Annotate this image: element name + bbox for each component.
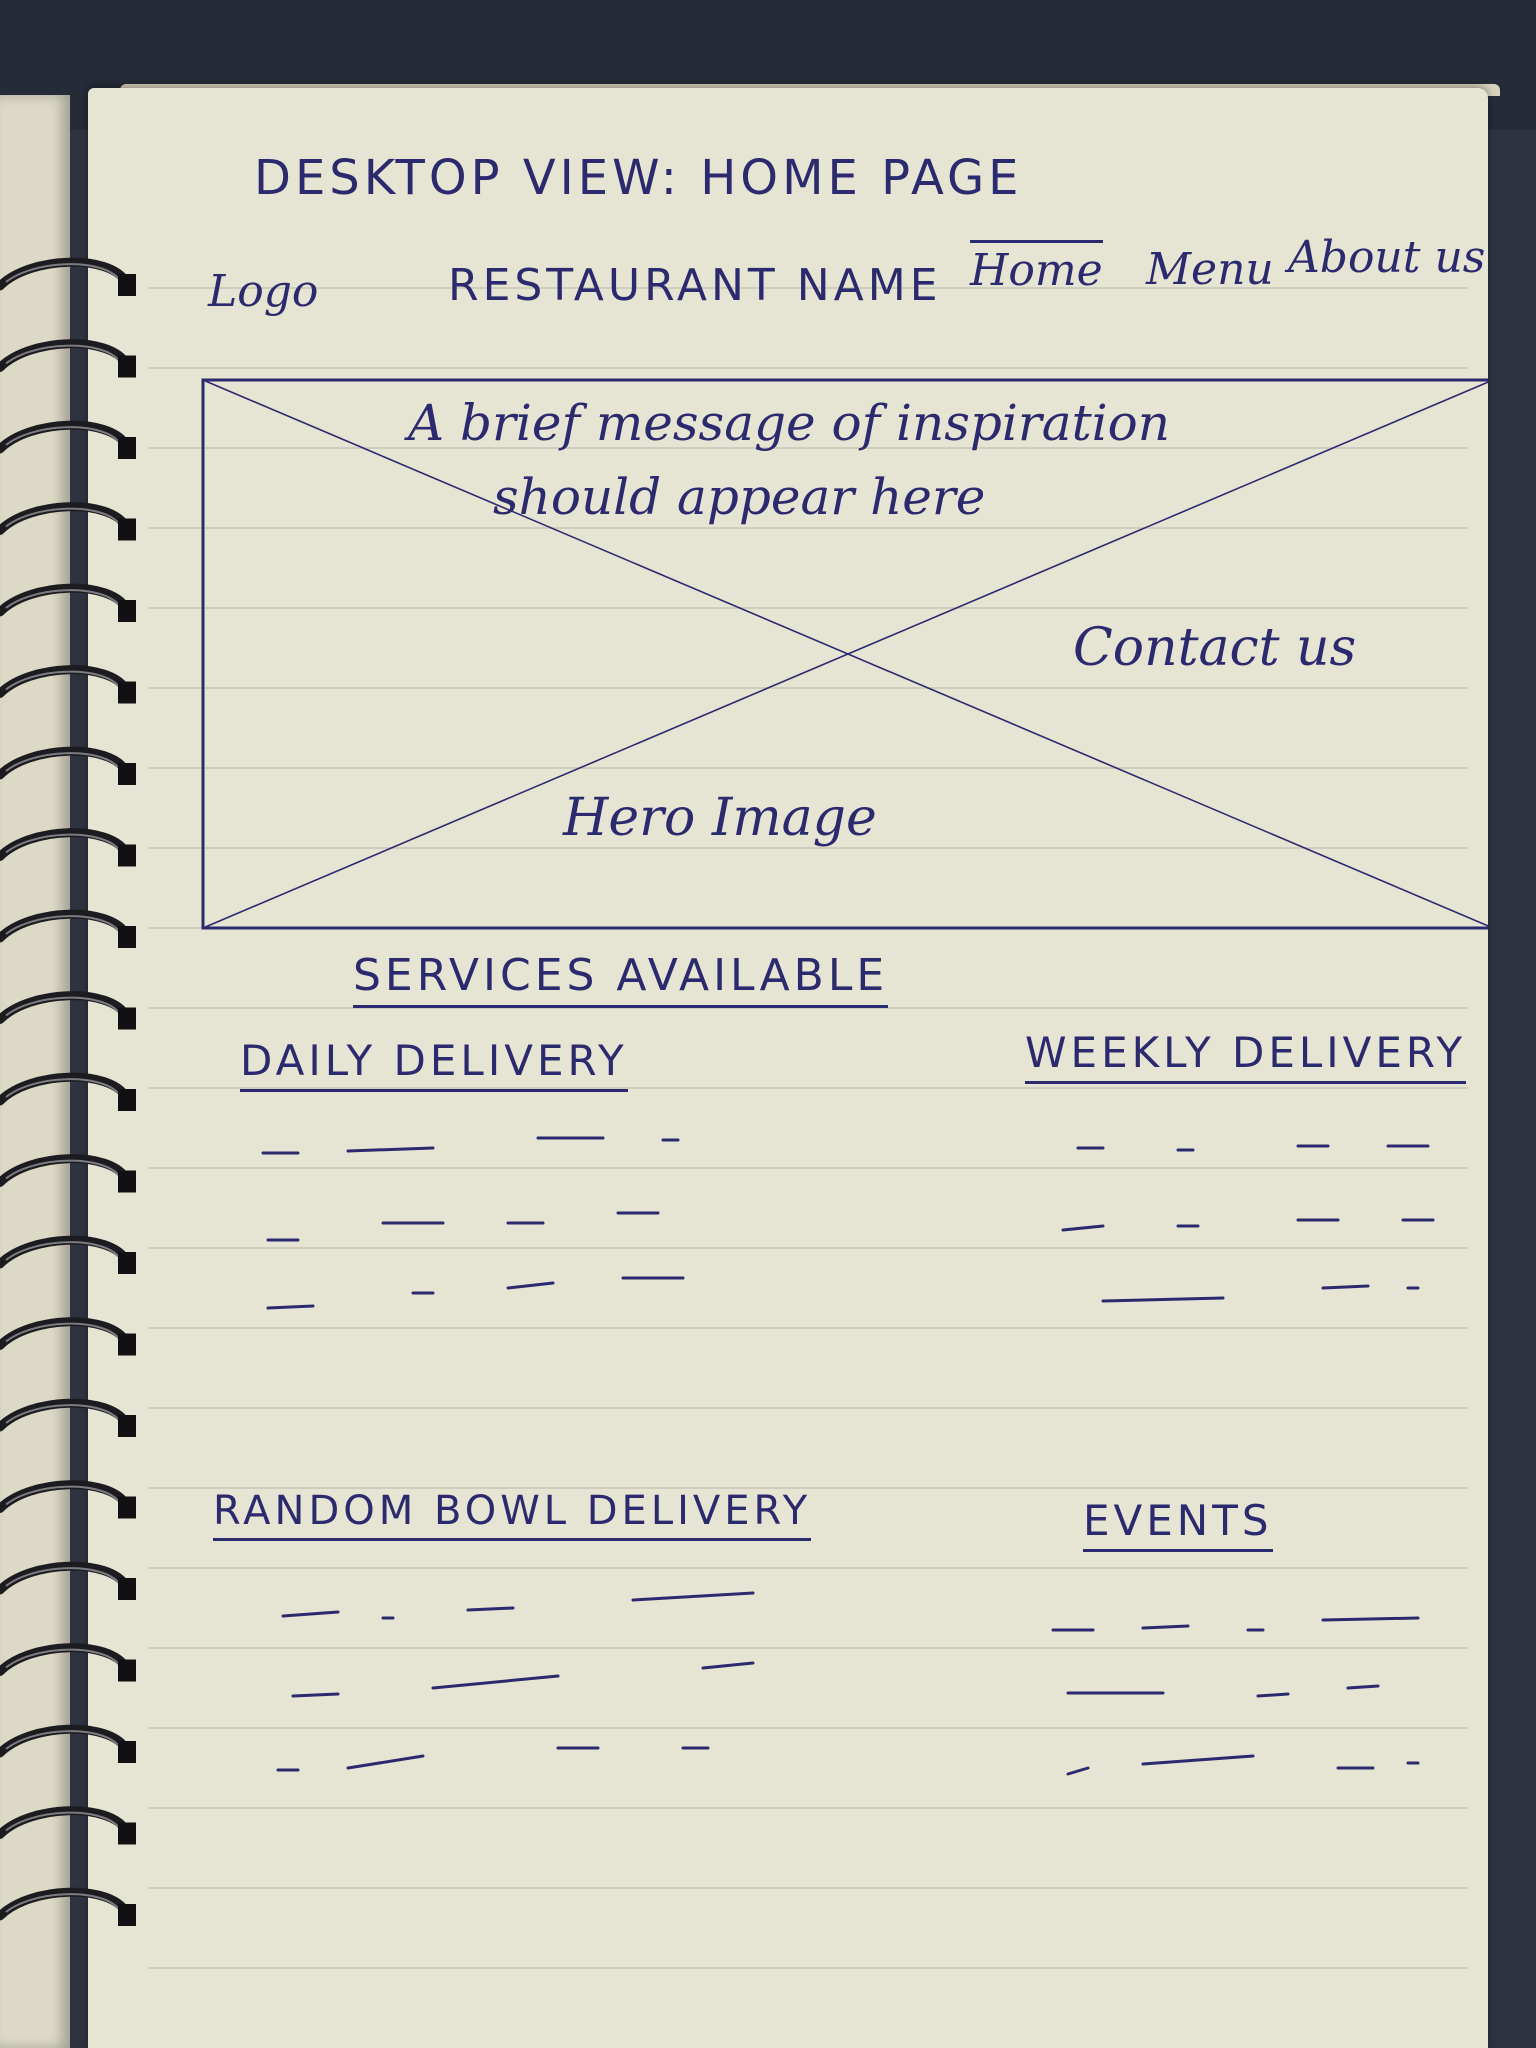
spiral-ring xyxy=(0,420,136,459)
spiral-ring xyxy=(0,1072,136,1111)
services-heading: SERVICES AVAILABLE xyxy=(353,950,889,1008)
spiral-ring xyxy=(0,583,136,622)
spiral-binding xyxy=(0,257,136,1926)
spiral-ring xyxy=(0,828,136,867)
service-events: EVENTS xyxy=(1083,1496,1273,1552)
spiral-ring xyxy=(0,1806,136,1845)
hero-message-line2: should appear here xyxy=(493,468,986,526)
spiral-ring xyxy=(0,1561,136,1600)
spiral-ring xyxy=(0,1317,136,1356)
nav-link-home[interactable]: Home xyxy=(970,240,1103,296)
nav-link-about-us[interactable]: About us xyxy=(1288,232,1486,283)
spiral-ring xyxy=(0,1724,136,1763)
spiral-ring xyxy=(0,1398,136,1437)
nav-link-menu[interactable]: Menu xyxy=(1146,244,1274,295)
page-drawing xyxy=(148,287,1488,1969)
spiral-ring xyxy=(0,339,136,378)
notebook-page: DESKTOP VIEW: HOME PAGE Logo RESTAURANT … xyxy=(88,88,1488,2048)
spiral-ring xyxy=(0,991,136,1030)
hero-image-label: Hero Image xyxy=(563,788,877,848)
spiral-ring xyxy=(0,257,136,296)
ruled-lines xyxy=(148,287,1468,1969)
left-page-edge xyxy=(0,95,70,2048)
spiral-ring xyxy=(0,665,136,704)
spiral-ring xyxy=(0,909,136,948)
sketch-title: DESKTOP VIEW: HOME PAGE xyxy=(254,150,1023,206)
hero-message-line1: A brief message of inspiration xyxy=(408,394,1170,452)
logo-placeholder: Logo xyxy=(208,266,319,317)
spiral-ring xyxy=(0,1887,136,1926)
spiral-ring xyxy=(0,1480,136,1519)
spiral-ring xyxy=(0,746,136,785)
hero-image-placeholder xyxy=(201,378,1488,930)
spiral-ring xyxy=(0,1643,136,1682)
service-random-bowl-delivery: RANDOM BOWL DELIVERY xyxy=(213,1488,812,1541)
spiral-ring xyxy=(0,1235,136,1274)
spiral-ring xyxy=(0,502,136,541)
random-bowl-dashes xyxy=(276,1591,755,1772)
daily-delivery-dashes xyxy=(261,1136,685,1310)
restaurant-name: RESTAURANT NAME xyxy=(448,260,942,311)
weekly-delivery-dashes xyxy=(1061,1144,1435,1303)
events-dashes xyxy=(1051,1616,1420,1776)
service-daily-delivery: DAILY DELIVERY xyxy=(240,1036,628,1092)
service-weekly-delivery: WEEKLY DELIVERY xyxy=(1025,1028,1467,1084)
contact-us-button[interactable]: Contact us xyxy=(1073,618,1357,678)
spiral-ring xyxy=(0,1154,136,1193)
